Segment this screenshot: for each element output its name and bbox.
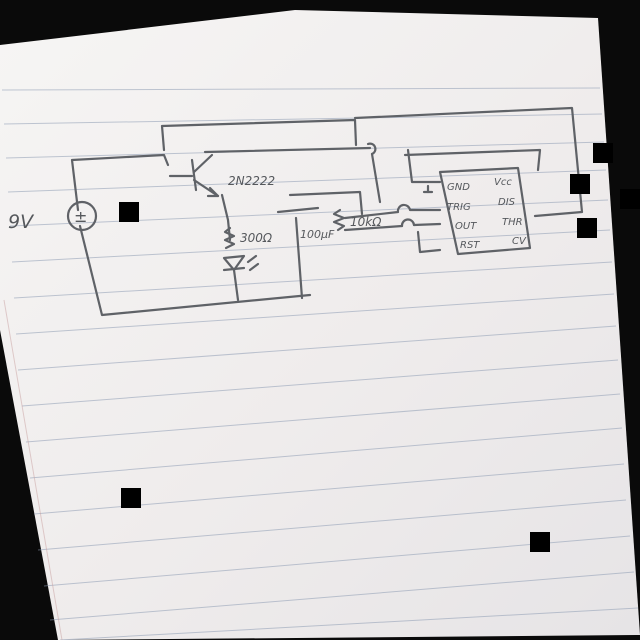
chip-pin-trig: TRIG bbox=[447, 202, 471, 213]
redaction-marks bbox=[119, 143, 640, 552]
resistor-10k: 10kΩ bbox=[332, 208, 382, 232]
resistor1-label: 300Ω bbox=[240, 231, 273, 245]
timer-chip: GND TRIG OUT RST Vcc DIS THR CV bbox=[438, 166, 532, 256]
chip-pin-dis: DIS bbox=[498, 197, 516, 208]
redaction-square bbox=[121, 488, 141, 508]
battery-label: 9V bbox=[8, 211, 35, 233]
battery-symbol: ± 9V bbox=[8, 200, 98, 233]
transistor-label: 2N2222 bbox=[228, 174, 275, 188]
battery-sign: ± bbox=[74, 207, 87, 226]
chip-pin-vcc: Vcc bbox=[494, 177, 512, 188]
redaction-square bbox=[620, 189, 640, 209]
chip-pin-out: OUT bbox=[455, 221, 477, 232]
redaction-square bbox=[530, 532, 550, 552]
transistor-symbol: 2N2222 bbox=[168, 153, 275, 198]
chip-pin-rst: RST bbox=[460, 240, 480, 251]
capacitor-label: 100μF bbox=[300, 228, 335, 241]
redaction-square bbox=[570, 174, 590, 194]
chip-pin-cv: CV bbox=[512, 236, 527, 247]
redaction-square bbox=[119, 202, 139, 222]
paper-sheet bbox=[0, 10, 640, 640]
led-symbol bbox=[222, 254, 260, 272]
redaction-square bbox=[593, 143, 613, 163]
chip-pin-gnd: GND bbox=[447, 182, 470, 193]
chip-pin-thr: THR bbox=[502, 217, 523, 228]
redaction-square bbox=[577, 218, 597, 238]
capacitor-symbol: 100μF bbox=[300, 228, 335, 241]
resistor2-label: 10kΩ bbox=[350, 215, 382, 229]
circuit-wires bbox=[70, 106, 584, 317]
resistor-300: 300Ω bbox=[223, 226, 273, 250]
